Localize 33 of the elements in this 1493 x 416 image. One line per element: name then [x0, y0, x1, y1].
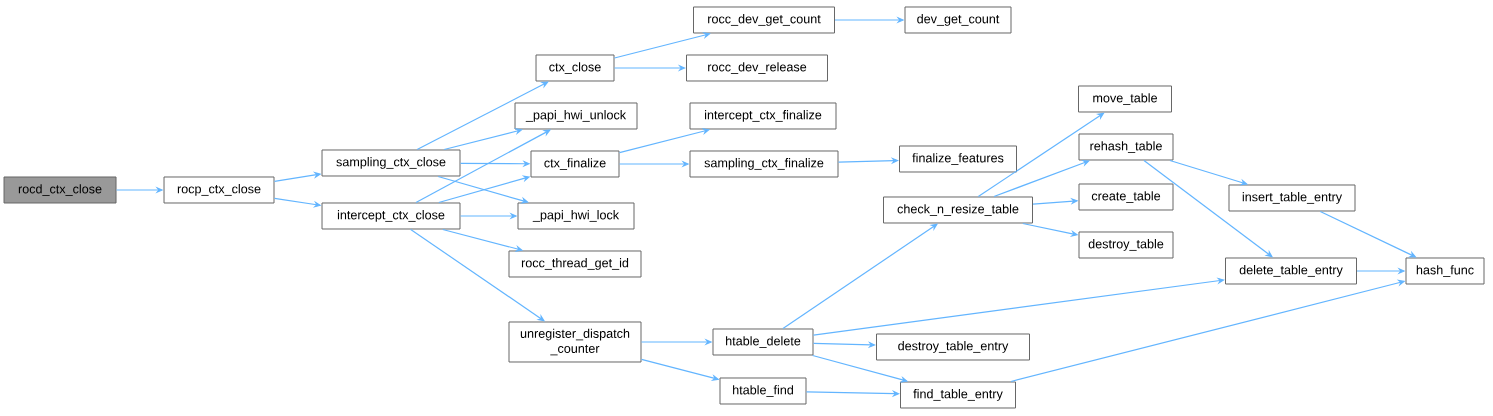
function-box: create_table — [1078, 183, 1174, 211]
function-box: intercept_ctx_close — [321, 202, 461, 230]
arrow — [443, 128, 523, 151]
function-box: delete_table_entry — [1225, 257, 1357, 285]
function-box: ctx_close — [535, 54, 615, 82]
arrow — [993, 160, 1090, 198]
function-box: sampling_ctx_finalize — [689, 150, 839, 178]
function-box: hash_func — [1405, 257, 1485, 285]
function-box: htable_delete — [712, 328, 814, 356]
function-box: move_table — [1078, 85, 1172, 113]
arrow — [812, 277, 1225, 336]
function-box: finalize_features — [899, 145, 1017, 173]
function-box: rocc_thread_get_id — [508, 250, 642, 278]
arrow — [416, 81, 549, 151]
function-box: _papi_hwi_lock — [517, 202, 635, 230]
function-box: find_table_entry — [900, 381, 1016, 409]
function-box: unregister_dispatch _counter — [508, 321, 642, 363]
function-box: ctx_finalize — [530, 150, 620, 178]
arrow — [977, 112, 1105, 198]
function-box: _papi_hwi_unlock — [514, 102, 638, 130]
function-box: rehash_table — [1078, 133, 1174, 161]
function-box: rocc_dev_release — [686, 54, 828, 82]
function-box: sampling_ctx_close — [321, 149, 461, 177]
function-box: rocp_ctx_close — [163, 176, 275, 204]
function-box: htable_find — [719, 377, 807, 405]
function-box: intercept_ctx_finalize — [689, 102, 837, 130]
function-box: insert_table_entry — [1228, 184, 1356, 212]
function-box: rocd_ctx_close — [3, 176, 117, 204]
function-box: dev_get_count — [904, 6, 1012, 34]
function-box: destroy_table — [1078, 231, 1174, 259]
function-box: rocc_dev_get_count — [693, 6, 835, 34]
function-box: check_n_resize_table — [883, 196, 1033, 224]
function-box: destroy_table_entry — [876, 333, 1030, 361]
